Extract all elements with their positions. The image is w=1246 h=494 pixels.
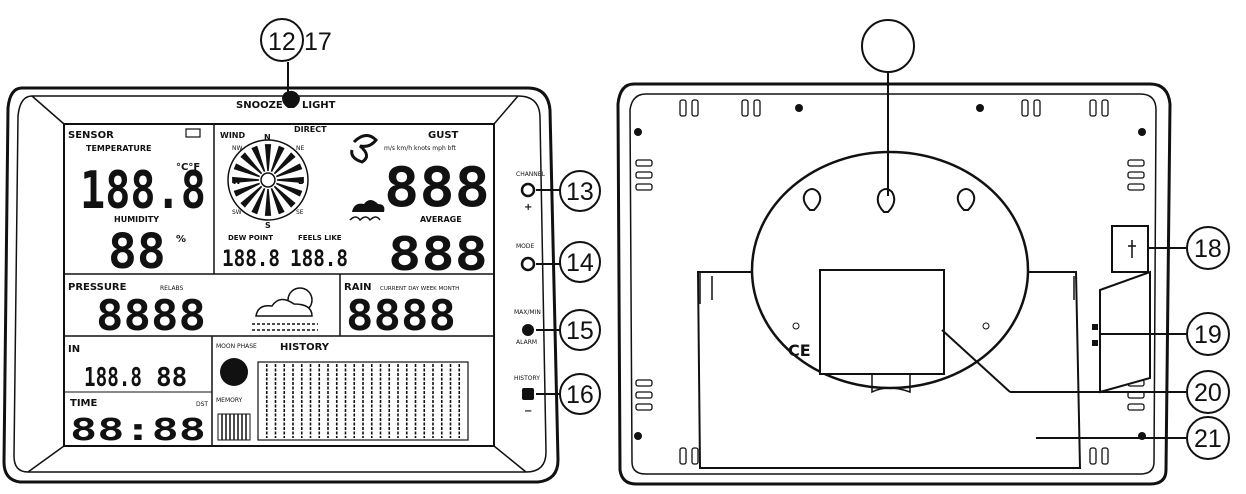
relabs-label: RELABS	[160, 285, 184, 292]
time-digits: 88:88	[70, 413, 206, 448]
temperature-digits: 188.8	[80, 161, 206, 221]
keyhole-hangers	[802, 188, 976, 213]
dew-point-label: DEW POINT	[228, 234, 273, 242]
temperature-unit: °C°F	[176, 162, 200, 173]
callout-circle-20	[1186, 370, 1230, 414]
indoor-humidity-digits: 88	[156, 363, 187, 393]
memory-bar	[217, 413, 251, 441]
sensor-label: SENSOR	[68, 130, 114, 141]
callout-circles	[260, 18, 1230, 460]
light-bulb-icon[interactable]	[282, 90, 300, 108]
humidity-unit: %	[176, 234, 186, 245]
battery-icon	[185, 128, 201, 138]
compass-n: N	[264, 133, 271, 142]
screw-holes	[634, 104, 1146, 440]
callout-circle-18	[1186, 226, 1230, 270]
front-unit: SNOOZE LIGHT SENSOR TEMPERATURE 188.8 °C…	[2, 86, 560, 484]
indoor-temp-digits: 188.8	[84, 363, 142, 393]
history-minus: −	[524, 406, 532, 417]
callout-13: 13	[566, 178, 594, 206]
alarm-button[interactable]	[522, 324, 534, 336]
back-unit: CE	[616, 82, 1172, 486]
battery-compartment	[819, 269, 945, 375]
callout-circle-15	[559, 309, 601, 351]
forecast-icon	[252, 287, 318, 331]
humidity-digits: 88	[108, 224, 166, 280]
gust-label: GUST	[428, 130, 459, 141]
history-graph	[257, 361, 469, 441]
average-digits: 888	[388, 227, 488, 281]
compass-e: E	[298, 177, 303, 186]
callout-circle-16	[559, 373, 601, 415]
history-button-label: HISTORY	[514, 375, 540, 382]
callouts	[287, 62, 1186, 439]
callout-16: 16	[566, 381, 594, 409]
moon-phase-label: MOON PHASE	[216, 343, 257, 350]
callout-circle-top	[861, 19, 915, 73]
wind-compass	[227, 139, 309, 221]
history-label: HISTORY	[280, 342, 330, 353]
gust-digits: 888	[384, 156, 490, 219]
side-jacks	[1099, 270, 1151, 394]
alarm-label: ALARM	[516, 339, 537, 346]
channel-label: CHANNEL	[516, 171, 546, 178]
front-buttons: CHANNEL + MODE MAX/MIN ALARM HISTORY −	[514, 171, 546, 417]
callout-12: 12	[268, 28, 296, 56]
compass-s: S	[265, 221, 271, 230]
history-button[interactable]	[522, 388, 534, 400]
callout-20: 20	[1194, 379, 1222, 407]
compass-ne: NE	[296, 145, 304, 152]
rain-modes-label: CURRENT DAY WEEK MONTH	[380, 286, 459, 292]
channel-button[interactable]	[520, 182, 536, 198]
time-label: TIME	[70, 398, 97, 409]
usb-port	[1111, 225, 1149, 273]
feels-like-label: FEELS LIKE	[298, 234, 342, 242]
compass-se: SE	[296, 209, 304, 216]
compass-sw: SW	[232, 209, 242, 216]
rain-label: RAIN	[344, 282, 372, 293]
memory-label: MEMORY	[216, 397, 243, 404]
channel-plus: +	[524, 202, 532, 213]
direct-label: DIRECT	[294, 125, 327, 134]
max-min-label: MAX/MIN	[514, 309, 541, 316]
compass-nw: NW	[232, 145, 242, 152]
average-label: AVERAGE	[420, 215, 462, 224]
dew-point-digits: 188.8	[222, 247, 280, 272]
temperature-label: TEMPERATURE	[86, 144, 152, 153]
typhoon-icon	[350, 134, 378, 164]
pressure-label: PRESSURE	[68, 282, 127, 293]
callout-17: 17	[304, 28, 332, 56]
pressure-digits: 8888	[96, 291, 206, 340]
light-label: LIGHT	[302, 100, 336, 111]
moon-phase-icon	[220, 358, 248, 386]
callout-14: 14	[566, 249, 594, 277]
ce-mark: CE	[788, 341, 811, 360]
compass-w: W	[232, 177, 241, 186]
indoor-label: IN	[68, 344, 80, 355]
callout-circle-21	[1186, 416, 1230, 460]
snooze-label: SNOOZE	[236, 100, 283, 111]
callout-19: 19	[1194, 321, 1222, 349]
rain-digits: 8888	[346, 291, 456, 340]
wind-label: WIND	[220, 131, 245, 140]
mode-label: MODE	[516, 243, 535, 250]
cloud-icon	[349, 200, 385, 222]
wind-units: m/s km/h knots mph bft	[384, 145, 456, 152]
callout-21: 21	[1194, 425, 1222, 453]
humidity-label: HUMIDITY	[114, 215, 159, 224]
callout-circle-14	[559, 241, 601, 283]
mode-button[interactable]	[520, 256, 536, 272]
callout-circle-12	[260, 18, 304, 62]
callout-circle-13	[559, 170, 601, 212]
callout-18: 18	[1194, 235, 1222, 263]
feels-like-digits: 188.8	[290, 247, 348, 272]
callout-circle-19	[1186, 312, 1230, 356]
callout-15: 15	[566, 317, 594, 345]
dst-label: DST	[196, 401, 208, 408]
